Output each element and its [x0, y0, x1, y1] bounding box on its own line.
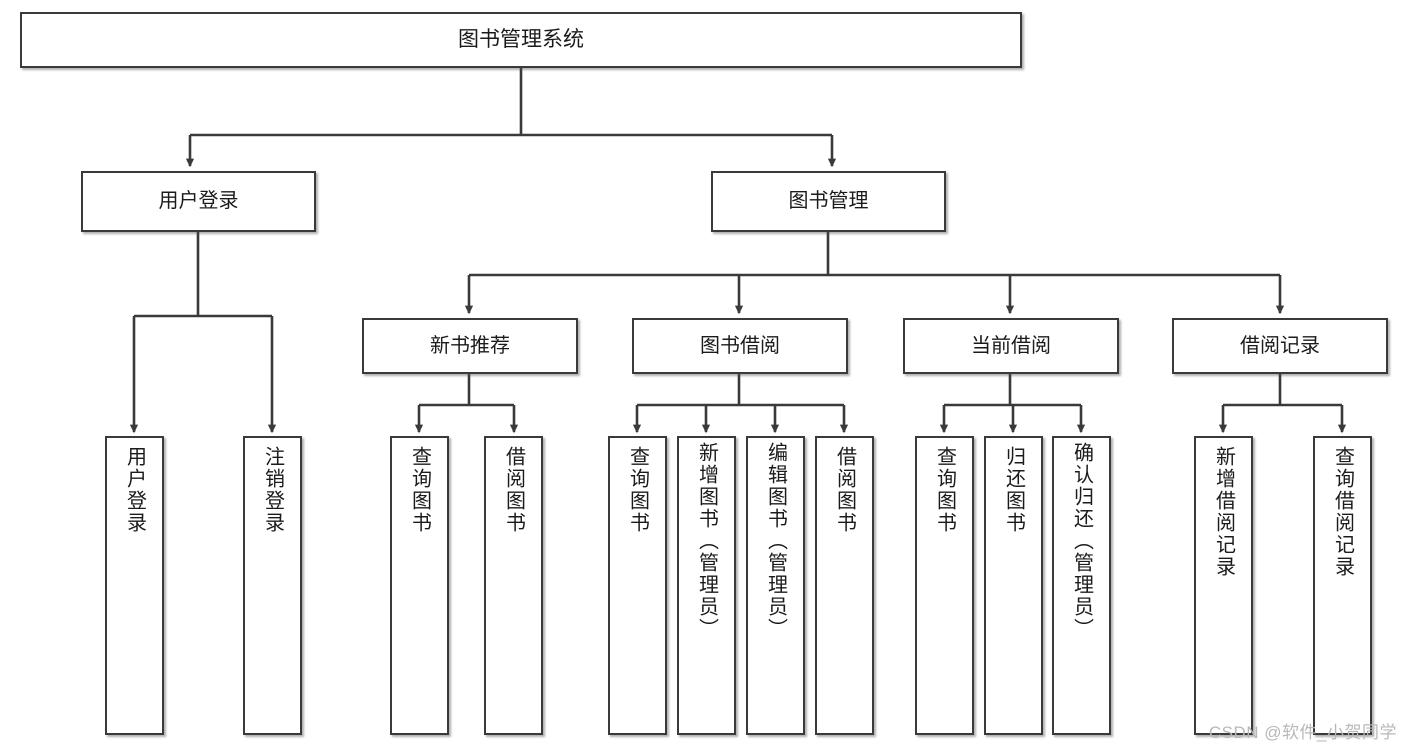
node-leaf-return-book[interactable]: 归还图书: [984, 436, 1043, 735]
node-leaf-edit-book-admin[interactable]: 编辑图书（管理员）: [746, 436, 805, 735]
node-leaf-confirm-return-admin-label: 确认归还（管理员）: [1070, 442, 1093, 640]
node-leaf-newbook-borrow-book-label: 借阅图书: [502, 446, 525, 534]
node-leaf-borrow-query-book[interactable]: 查询图书: [608, 436, 667, 735]
node-leaf-query-borrow-record-label: 查询借阅记录: [1331, 446, 1354, 578]
node-leaf-logout-label: 注销登录: [261, 446, 284, 534]
node-borrow-record[interactable]: 借阅记录: [1172, 318, 1388, 374]
node-leaf-borrow-book[interactable]: 借阅图书: [815, 436, 874, 735]
node-current-borrow[interactable]: 当前借阅: [903, 318, 1119, 374]
node-leaf-query-borrow-record[interactable]: 查询借阅记录: [1313, 436, 1372, 735]
node-leaf-user-login-label: 用户登录: [123, 446, 146, 534]
watermark-text: CSDN @软件_小贺同学: [1208, 723, 1397, 742]
node-user-login-label: 用户登录: [158, 190, 239, 213]
node-leaf-return-book-label: 归还图书: [1002, 446, 1025, 534]
node-book-management-label: 图书管理: [788, 190, 869, 213]
node-leaf-current-query-book[interactable]: 查询图书: [915, 436, 974, 735]
node-root-system[interactable]: 图书管理系统: [20, 12, 1022, 68]
node-leaf-newbook-borrow-book[interactable]: 借阅图书: [484, 436, 543, 735]
node-new-book-recommend-label: 新书推荐: [430, 334, 510, 357]
node-book-borrow[interactable]: 图书借阅: [632, 318, 848, 374]
node-leaf-add-borrow-record-label: 新增借阅记录: [1212, 446, 1235, 578]
node-leaf-confirm-return-admin[interactable]: 确认归还（管理员）: [1052, 436, 1111, 735]
node-leaf-newbook-query-book[interactable]: 查询图书: [390, 436, 449, 735]
node-leaf-user-login[interactable]: 用户登录: [105, 436, 164, 735]
node-borrow-record-label: 借阅记录: [1240, 334, 1320, 357]
node-current-borrow-label: 当前借阅: [971, 334, 1051, 357]
node-leaf-add-book-admin-label: 新增图书（管理员）: [695, 442, 718, 640]
node-leaf-add-borrow-record[interactable]: 新增借阅记录: [1194, 436, 1253, 735]
node-leaf-logout[interactable]: 注销登录: [243, 436, 302, 735]
node-leaf-edit-book-admin-label: 编辑图书（管理员）: [764, 442, 787, 640]
node-root-system-label: 图书管理系统: [458, 28, 584, 52]
node-leaf-borrow-query-book-label: 查询图书: [626, 446, 649, 534]
node-leaf-current-query-book-label: 查询图书: [933, 446, 956, 534]
node-book-management[interactable]: 图书管理: [711, 171, 946, 232]
node-leaf-add-book-admin[interactable]: 新增图书（管理员）: [677, 436, 736, 735]
node-leaf-newbook-query-book-label: 查询图书: [408, 446, 431, 534]
node-leaf-borrow-book-label: 借阅图书: [833, 446, 856, 534]
node-book-borrow-label: 图书借阅: [700, 334, 780, 357]
node-user-login[interactable]: 用户登录: [81, 171, 316, 232]
node-new-book-recommend[interactable]: 新书推荐: [362, 318, 578, 374]
